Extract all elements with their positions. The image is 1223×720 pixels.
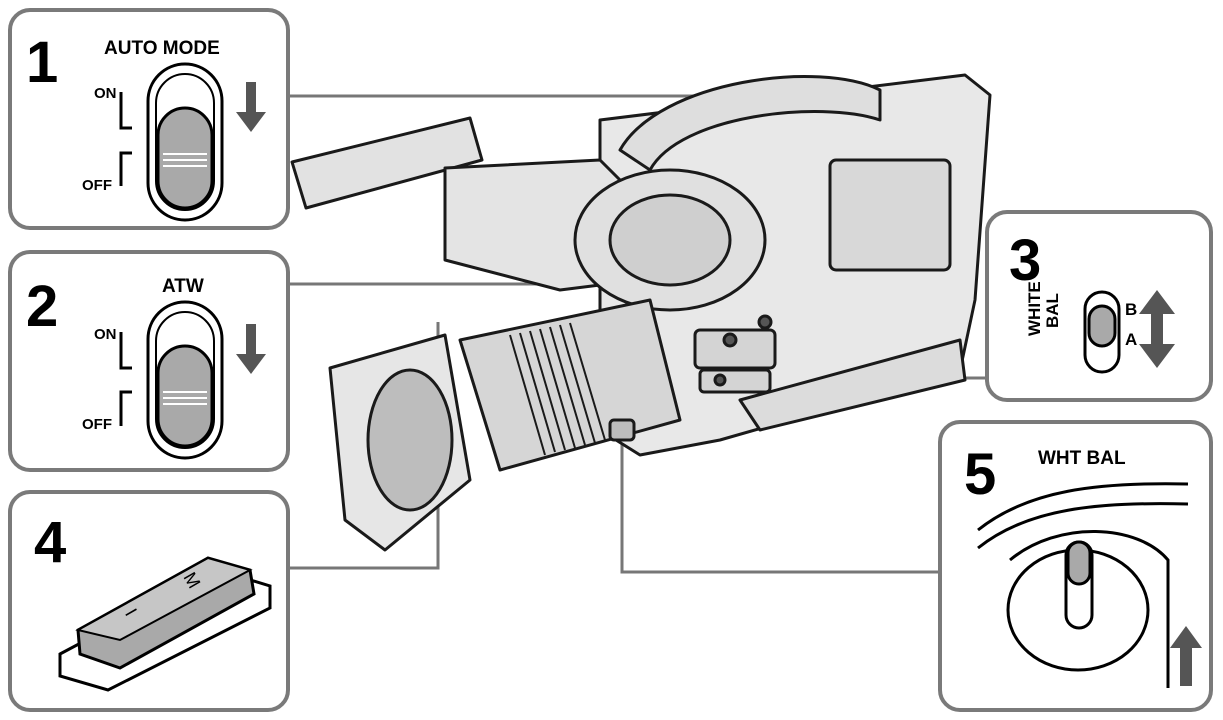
auto-mode-knob — [158, 108, 212, 208]
wht-bal-knob — [1068, 542, 1090, 584]
panel-wht-bal-button: 5 WHT BAL — [938, 420, 1213, 712]
wht-bal-button — [610, 420, 634, 440]
panel-memory-button: 4 M I — [8, 490, 290, 712]
arrow-down-icon — [236, 82, 266, 132]
white-bal-switch[interactable] — [985, 210, 1213, 402]
atw-knob — [158, 346, 212, 446]
white-bal-cluster — [700, 370, 770, 392]
side-panel — [830, 160, 950, 270]
atw-switch[interactable] — [8, 250, 290, 472]
arrow-up-icon — [1170, 626, 1202, 686]
auto-mode-switch[interactable] — [8, 8, 290, 230]
arrow-updown-icon — [1139, 290, 1175, 368]
wht-bal-lever[interactable] — [938, 420, 1213, 712]
panel-white-bal: 3 WHITE BAL B A — [985, 210, 1213, 402]
panel-auto-mode: 1 AUTO MODE ON OFF — [8, 8, 290, 230]
panel-atw: 2 ATW ON OFF — [8, 250, 290, 472]
white-bal-knob — [1089, 306, 1115, 346]
memory-selector-button[interactable] — [8, 490, 290, 712]
arrow-down-icon — [236, 324, 266, 374]
